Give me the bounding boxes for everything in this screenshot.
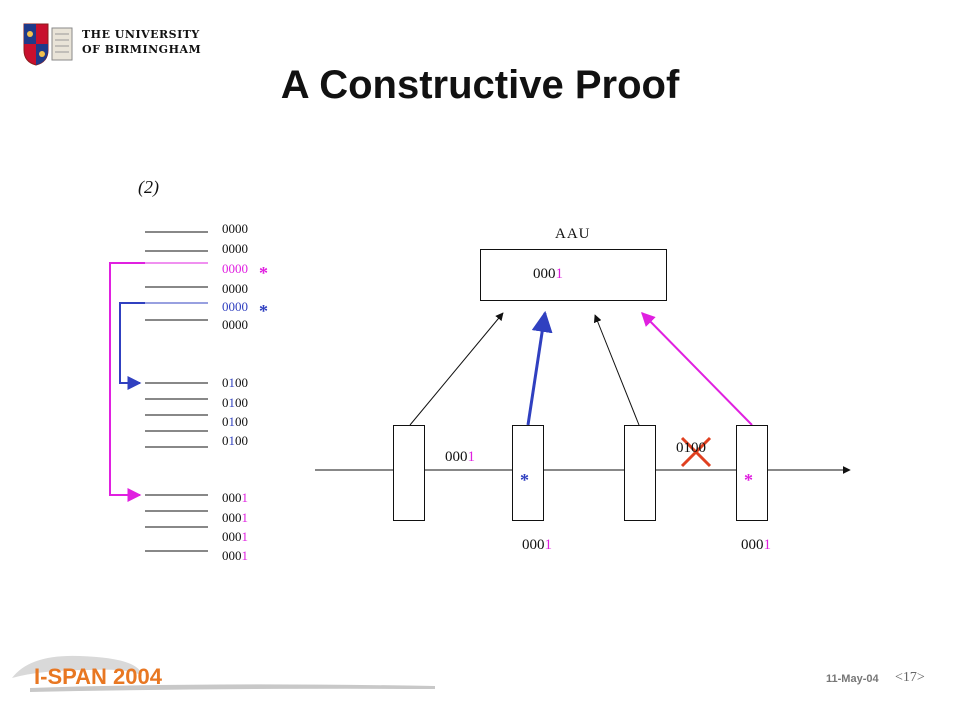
register-value-part: 000 [222,510,242,525]
node4-to-aau-arrow [641,312,753,426]
register-value-part: 00 [235,375,248,390]
network-node-2 [512,425,544,521]
crossed-packet-label: 0100 [676,440,706,456]
register-value: 0000 [222,241,248,256]
university-name-line1: THE UNIVERSITY [82,28,200,41]
magenta-star-marker: * [259,263,268,283]
network-node-1 [393,425,425,521]
register-value-part: 0 [222,395,229,410]
register-group-1-lines [145,231,208,321]
node3-to-aau-arrow [593,314,640,426]
register-value-bit: 1 [228,433,236,448]
node4-packet-label: 0001 [741,537,771,554]
register-value-part: 00 [235,433,248,448]
register-value-highlighted-magenta: 0000 [222,261,248,276]
university-name-line2: OF BIRMINGHAM [82,43,202,56]
packet-label-node1-node2: 0001 [445,449,475,466]
node2-packet-label: 0001 [522,537,552,554]
register-value-part: 0 [222,414,229,429]
aau-value-bit: 1 [555,266,564,282]
register-value: 0001 [222,491,248,505]
register-value: 0100 [222,376,248,390]
register-value: 0001 [222,530,248,544]
packet-label-part: 000 [741,537,764,553]
network-node-3 [624,425,656,521]
register-value-part: 00 [235,414,248,429]
magenta-bracket-arrow [109,262,145,502]
register-value: 0001 [222,511,248,525]
register-value-bit: 1 [241,510,249,525]
aau-label: AAU [555,226,591,242]
step-label: (2) [138,177,159,197]
register-value: 0000 [222,317,248,332]
register-group-2-lines [145,382,208,448]
register-value: 0000 [222,221,248,236]
aau-value-part: 000 [533,266,556,282]
packet-label-part: 000 [522,537,545,553]
register-value-part: 0 [222,433,229,448]
packet-label-bit: 1 [763,537,772,553]
blue-bracket-arrow [119,302,145,390]
register-value-bit: 1 [228,414,236,429]
slide-page-number: <17> [895,670,925,685]
aau-value: 0001 [533,266,563,283]
register-group-3-lines [145,494,208,552]
packet-label-bit: 1 [467,449,476,465]
node4-star-marker: * [744,470,753,490]
node1-to-aau-arrow [409,312,504,426]
ispan-logo-text: I-SPAN 2004 [34,664,163,689]
network-node-4 [736,425,768,521]
cross-out-mark [680,436,712,468]
register-value-highlighted-blue: 0000 [222,299,248,314]
packet-label-bit: 1 [544,537,553,553]
register-value-part: 000 [222,529,242,544]
slide-date: 11-May-04 [826,673,879,685]
register-value-bit: 1 [241,529,249,544]
register-value-bit: 1 [228,375,236,390]
register-value: 0100 [222,415,248,429]
packet-label-part: 000 [445,449,468,465]
register-value-bit: 1 [241,548,249,563]
blue-star-marker: * [259,301,268,321]
register-value-bit: 1 [241,490,249,505]
node2-star-marker: * [520,470,529,490]
register-value-bit: 1 [228,395,236,410]
register-value-part: 000 [222,548,242,563]
register-value-part: 0 [222,375,229,390]
slide-title: A Constructive Proof [280,63,680,107]
aau-box [480,249,667,301]
register-value-part: 00 [235,395,248,410]
register-value-part: 000 [222,490,242,505]
register-value: 0000 [222,281,248,296]
register-value: 0100 [222,396,248,410]
ispan-2004-logo: I-SPAN 2004 [12,655,435,692]
university-crest-logo [23,23,73,66]
university-name: THE UNIVERSITY OF BIRMINGHAM [82,27,201,57]
register-value: 0001 [222,549,248,563]
node2-to-aau-arrow [526,310,553,426]
register-value: 0100 [222,434,248,448]
